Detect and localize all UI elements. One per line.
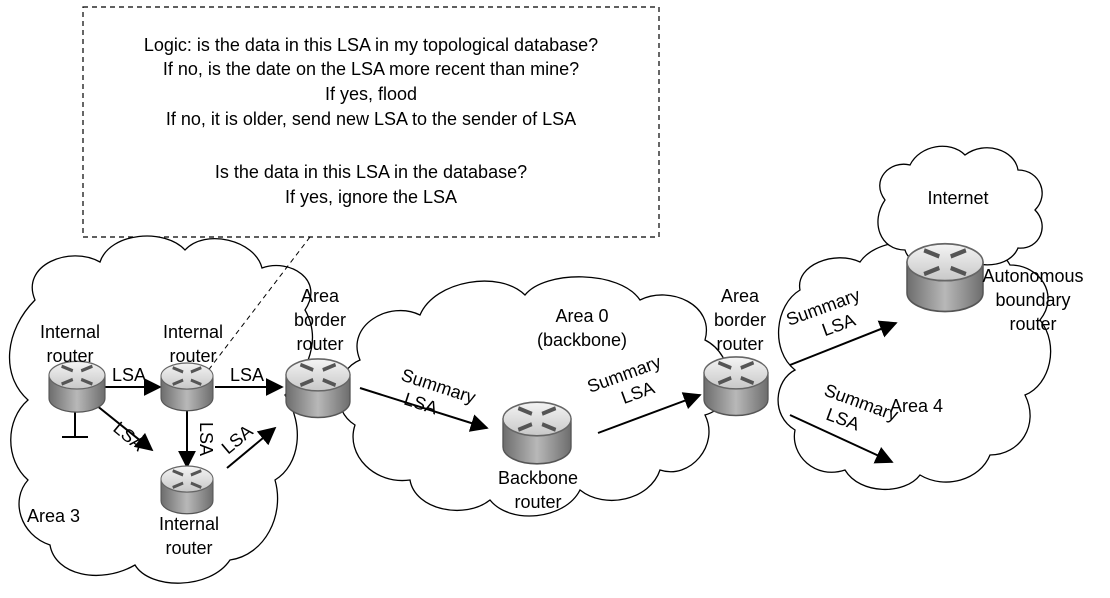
lsa-arrows: [62, 320, 898, 469]
abr-left-label: router: [296, 334, 343, 354]
lsa-label: LSA: [112, 365, 146, 385]
abr-right-label: Area: [721, 286, 760, 306]
asbr-label: boundary: [995, 290, 1070, 310]
internal-router-b-label: router: [169, 346, 216, 366]
internal-router-a-label: router: [46, 346, 93, 366]
lsa-label: LSA: [196, 422, 216, 456]
internal-router-c-label: Internal: [159, 514, 219, 534]
area3-label: Area 3: [27, 506, 80, 526]
area4-label: Area 4: [890, 396, 943, 416]
lsa-label: LSA: [230, 365, 264, 385]
area-border-router-left-icon: [284, 357, 352, 420]
callout-line: Logic: is the data in this LSA in my top…: [144, 35, 598, 55]
area3-cloud: [8, 235, 314, 584]
callout-line: If yes, flood: [325, 84, 417, 104]
area0-cloud: [338, 276, 730, 517]
internet-label: Internet: [927, 188, 988, 208]
internal-router-b-label: Internal: [163, 322, 223, 342]
backbone-router-label: router: [514, 492, 561, 512]
area0-sublabel: (backbone): [537, 330, 627, 350]
area-border-router-right-icon: [702, 355, 770, 418]
abr-right-label: border: [714, 310, 766, 330]
asbr-label: router: [1009, 314, 1056, 334]
autonomous-boundary-router-icon: [907, 244, 983, 312]
internal-router-a-icon: [47, 359, 107, 414]
internal-router-c-label: router: [165, 538, 212, 558]
abr-right-label: router: [716, 334, 763, 354]
backbone-router-icon: [501, 400, 573, 466]
abr-left-label: border: [294, 310, 346, 330]
callout-box: [82, 6, 660, 238]
callout-line: If yes, ignore the LSA: [285, 187, 457, 207]
callout-line: Is the data in this LSA in the database?: [215, 162, 527, 182]
area0-label: Area 0: [555, 306, 608, 326]
callout-line: If no, it is older, send new LSA to the …: [166, 109, 576, 129]
internal-router-b-icon: [159, 361, 215, 413]
callout-text: Logic: is the data in this LSA in my top…: [144, 35, 598, 207]
backbone-router-label: Backbone: [498, 468, 578, 488]
abr-left-label: Area: [301, 286, 340, 306]
asbr-label: Autonomous: [982, 266, 1083, 286]
internal-router-c-icon: [159, 464, 215, 516]
callout-line: If no, is the date on the LSA more recen…: [163, 59, 579, 79]
callout-leader-line: [196, 236, 311, 386]
internal-router-a-label: Internal: [40, 322, 100, 342]
